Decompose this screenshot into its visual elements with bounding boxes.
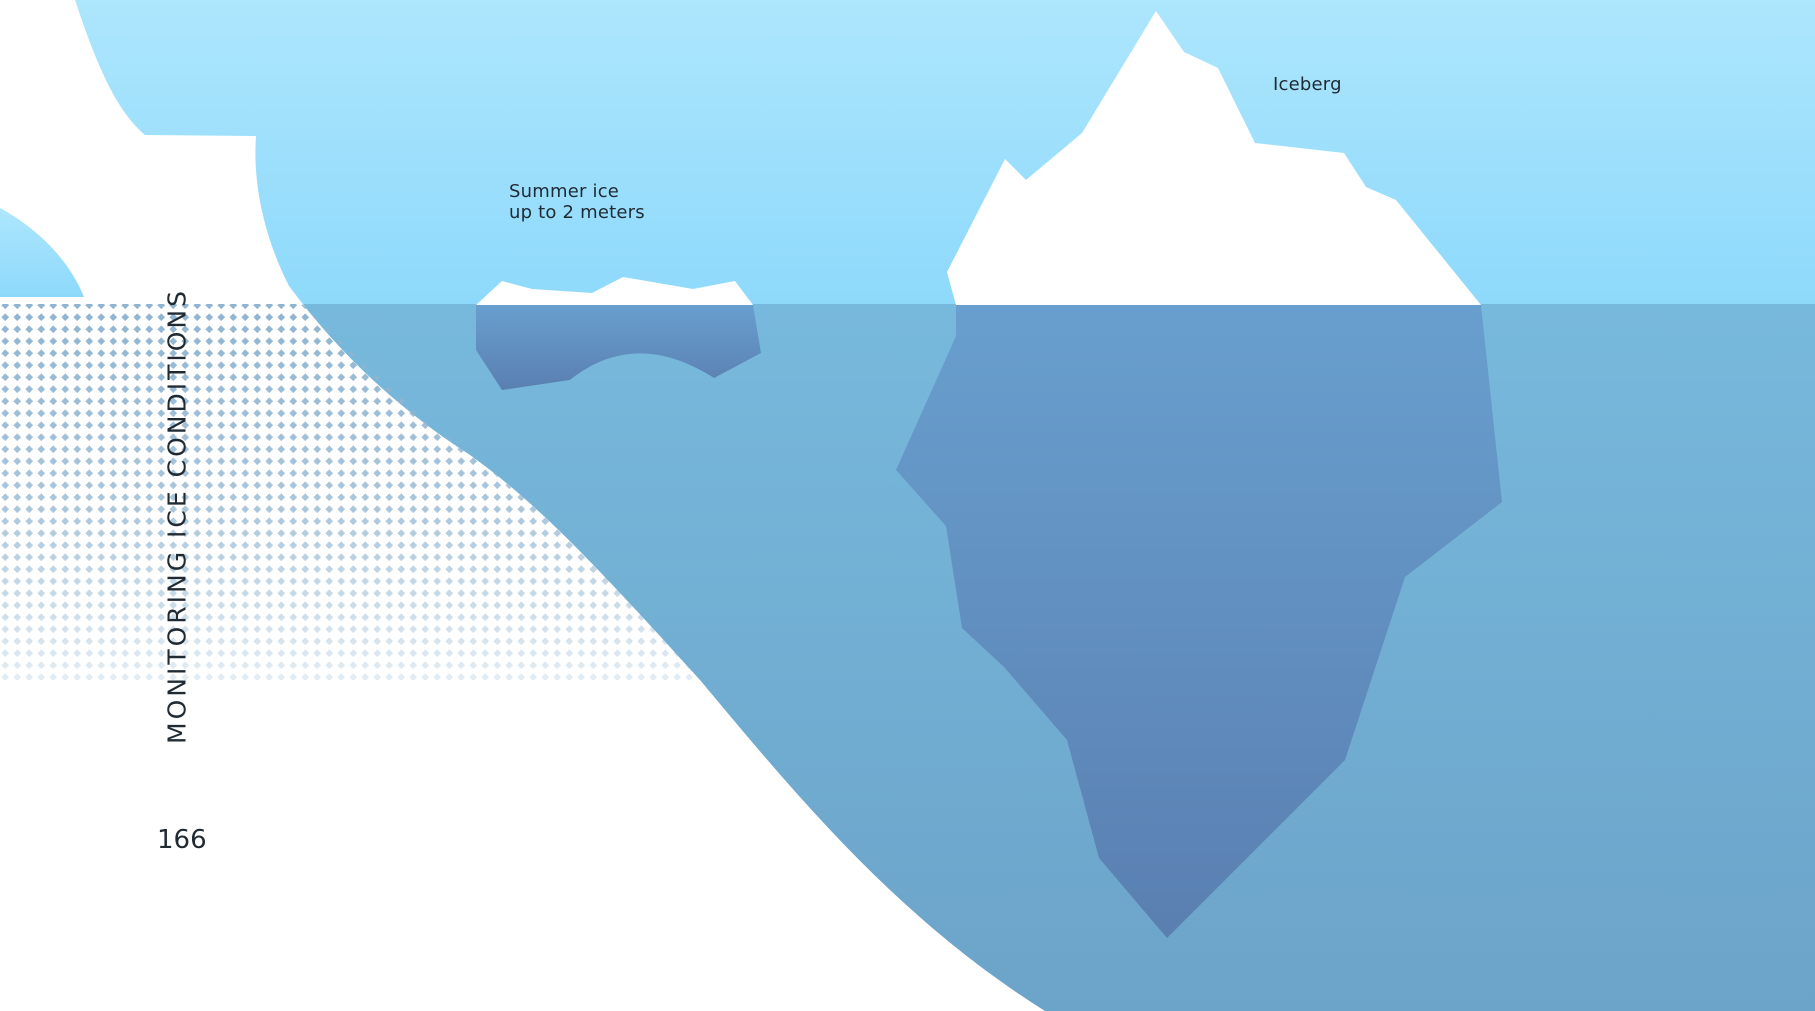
summer-ice-label-line2: up to 2 meters: [509, 202, 729, 223]
page-number: 166: [157, 825, 207, 855]
vertical-section-title: MONITORING ICE CONDITIONS: [163, 288, 192, 744]
summer-ice-label: Summer ice up to 2 meters: [509, 181, 729, 223]
summer-ice-label-line1: Summer ice: [509, 181, 729, 202]
iceberg-label: Iceberg: [1273, 74, 1342, 95]
